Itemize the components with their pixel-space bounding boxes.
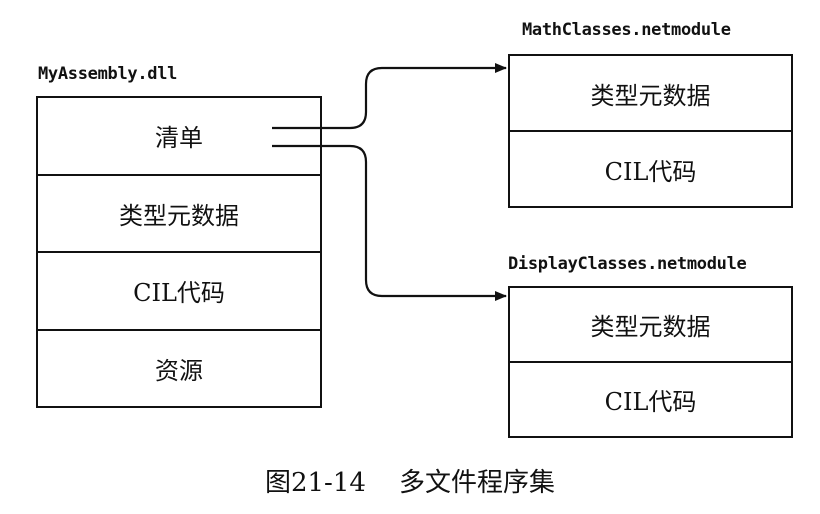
assembly-cil-code-section: CIL代码 bbox=[38, 251, 320, 329]
figure-title: 多文件程序集 bbox=[399, 468, 556, 498]
manifest-to-display-module-arrow bbox=[272, 144, 507, 301]
math-module-box: 类型元数据 CIL代码 bbox=[508, 54, 793, 208]
display-module-cil-code-section: CIL代码 bbox=[510, 361, 791, 436]
assembly-filename: MyAssembly.dll bbox=[38, 64, 178, 84]
assembly-type-metadata-section: 类型元数据 bbox=[38, 173, 320, 252]
figure-number: 图21-14 bbox=[264, 468, 366, 498]
assembly-manifest-section: 清单 bbox=[155, 124, 203, 153]
display-module-filename: DisplayClasses.netmodule bbox=[508, 254, 747, 274]
figure-caption: 图21-14 多文件程序集 bbox=[0, 462, 820, 499]
math-module-type-metadata-section: 类型元数据 bbox=[590, 81, 711, 110]
assembly-box: 清单 类型元数据 CIL代码 资源 bbox=[36, 96, 322, 408]
manifest-to-math-module-arrow bbox=[272, 63, 507, 130]
display-module-box: 类型元数据 CIL代码 bbox=[508, 286, 793, 438]
assembly-resources-section: 资源 bbox=[38, 328, 320, 407]
math-module-filename: MathClasses.netmodule bbox=[522, 20, 731, 40]
math-module-cil-code-section: CIL代码 bbox=[510, 130, 791, 206]
display-module-type-metadata-section: 类型元数据 bbox=[590, 313, 711, 341]
